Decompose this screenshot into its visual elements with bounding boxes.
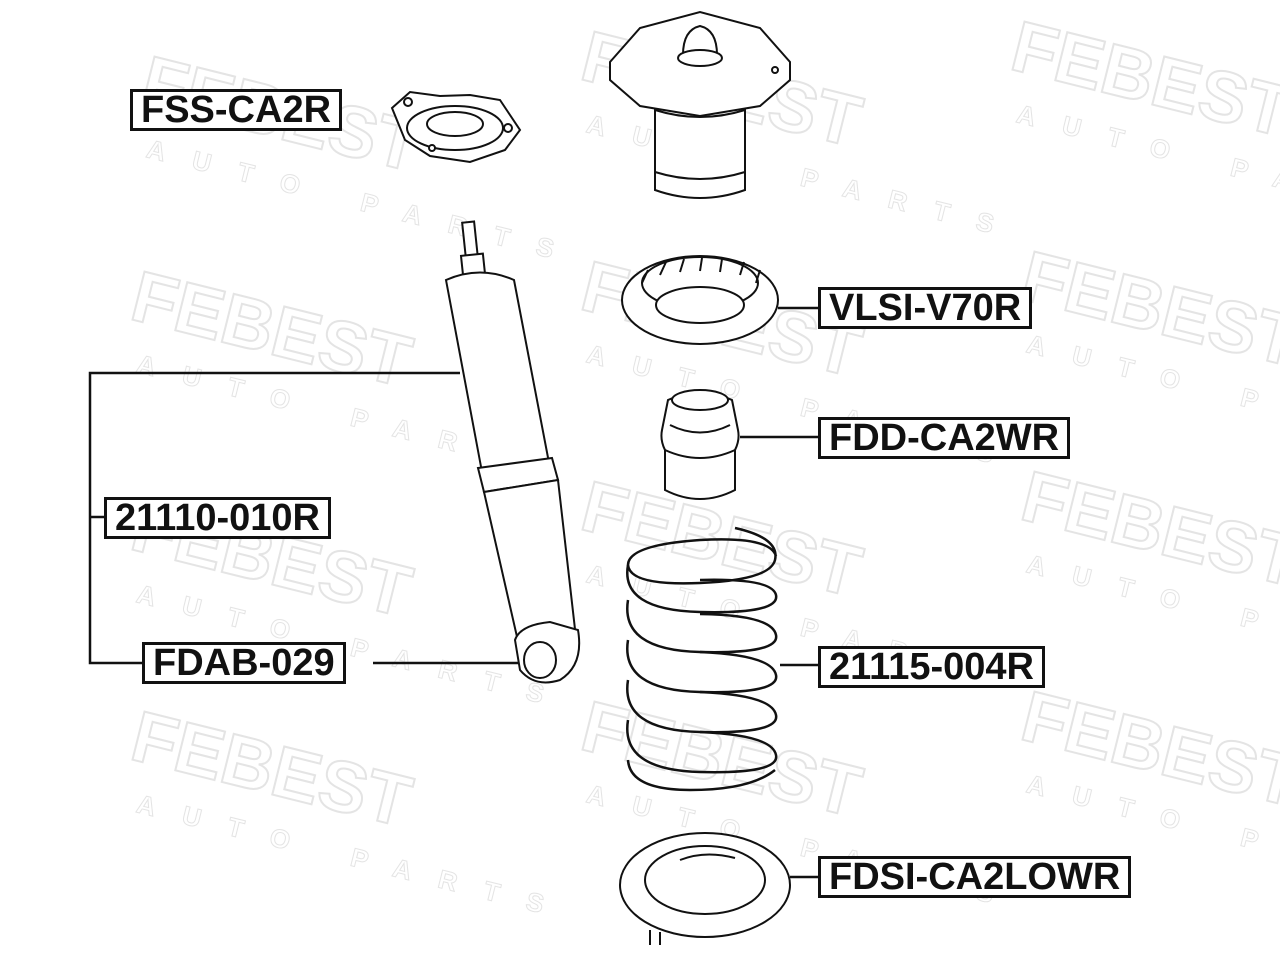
watermark-tile: FEBEST AUTO PARTS: [133, 40, 585, 271]
watermark-tile: FEBEST AUTO PARTS: [123, 695, 575, 926]
shock-absorber-drawing: [444, 220, 581, 684]
label-shock-absorber: 21110-010R: [104, 497, 331, 539]
label-upper-spring-seat: VLSI-V70R: [818, 287, 1033, 329]
coil-spring-drawing: [626, 526, 778, 792]
upper-spring-seat-drawing: [621, 255, 779, 345]
label-bushing: FDAB-029: [142, 642, 346, 684]
lower-spring-seat-drawing: [619, 832, 791, 945]
label-top-mount: FSS-CA2R: [130, 89, 343, 131]
dust-cover-drawing: [609, 10, 791, 199]
watermark-tile: FEBEST AUTO PARTS: [1013, 455, 1280, 686]
label-lower-spring-seat: FDSI-CA2LOWR: [818, 856, 1132, 898]
top-mount-drawing: [390, 90, 522, 164]
watermark-tile: FEBEST AUTO PARTS: [1003, 5, 1280, 236]
label-coil-spring: 21115-004R: [818, 646, 1045, 688]
bump-stop-drawing: [660, 389, 740, 500]
leader-lines: [88, 306, 818, 879]
label-bump-stop: FDD-CA2WR: [818, 417, 1071, 459]
